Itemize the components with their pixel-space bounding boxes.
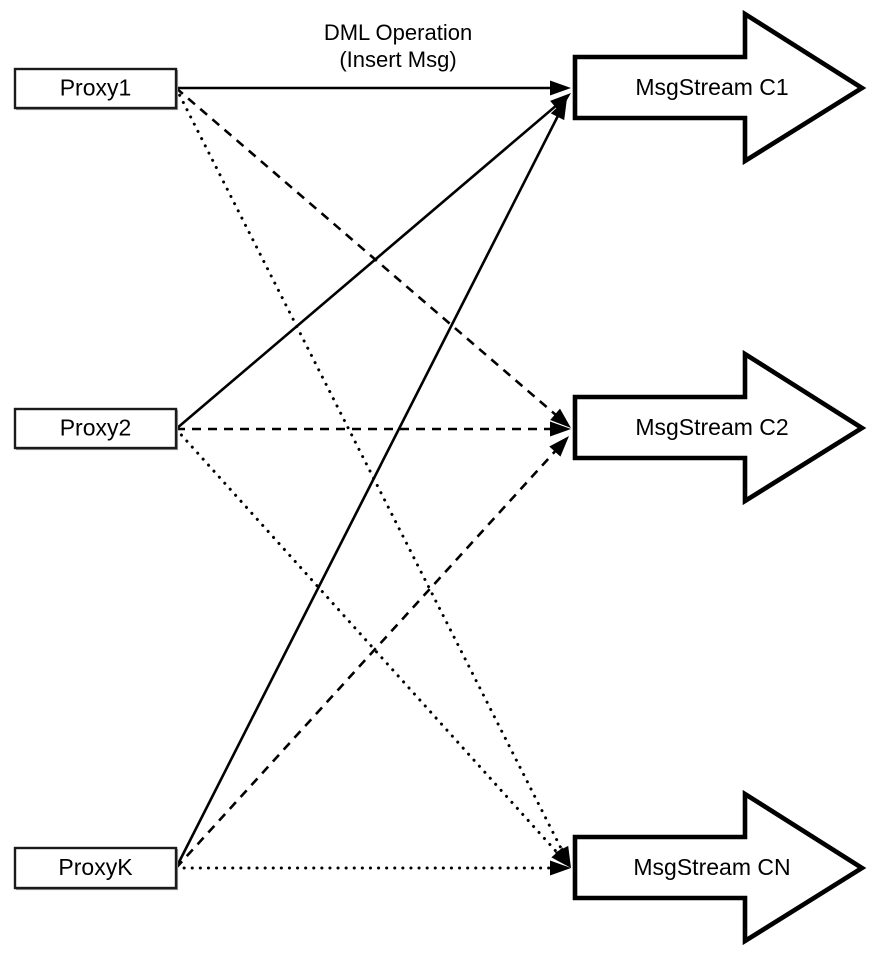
arrowhead-pk-cn	[550, 860, 571, 876]
proxy-node-proxy2[interactable]: Proxy2	[13, 407, 179, 451]
link-layer	[174, 80, 571, 876]
arrowhead-p2-c1	[550, 93, 571, 113]
link-pk-cn[interactable]	[174, 860, 571, 876]
proxy-node-proxy1[interactable]: Proxy1	[13, 67, 179, 111]
msgstream-node-stream_c2[interactable]: MsgStream C2	[572, 349, 867, 506]
msgstream-node-stream_c1[interactable]: MsgStream C1	[572, 9, 867, 166]
link-pk-c2[interactable]	[175, 436, 569, 869]
msgstream-node-layer: MsgStream C1 MsgStream C2 MsgStream CN	[572, 9, 867, 946]
proxy-box-proxyk	[13, 846, 178, 890]
link-pk-c1[interactable]	[174, 98, 567, 869]
link-p2-c2[interactable]	[176, 421, 571, 437]
msgstream-arrow-shape-stream_cn	[572, 789, 867, 946]
link-line-p1-cn	[174, 86, 567, 858]
arrowhead-pk-c1	[550, 98, 567, 121]
msgstream-label-stream_c1: MsgStream C1	[635, 74, 788, 100]
edge-label-layer: DML Operation (Insert Msg)	[324, 20, 472, 72]
proxy-node-proxyk[interactable]: ProxyK	[13, 846, 179, 891]
link-p2-cn[interactable]	[174, 427, 571, 868]
arrowhead-pk-c2	[549, 436, 569, 457]
proxy-label-proxy1: Proxy1	[60, 75, 132, 101]
msgstream-node-stream_cn[interactable]: MsgStream CN	[572, 789, 867, 946]
edge-label-insert-msg: (Insert Msg)	[339, 47, 456, 72]
arrowhead-p1-c1	[550, 80, 571, 96]
proxy-label-proxyk: ProxyK	[58, 854, 133, 880]
msgstream-label-stream_c2: MsgStream C2	[635, 414, 788, 440]
link-line-pk-c2	[175, 445, 561, 869]
arrowhead-p2-c2	[550, 421, 571, 437]
link-line-p1-c2	[175, 87, 562, 420]
arrowhead-p1-c2	[550, 408, 571, 428]
msgstream-label-stream_cn: MsgStream CN	[633, 854, 790, 880]
link-p2-c1[interactable]	[175, 93, 571, 430]
link-line-p2-cn	[174, 427, 564, 860]
edge-label-dml-operation: DML Operation	[324, 20, 472, 45]
proxy-box-proxy1	[13, 67, 178, 110]
link-line-p2-c1	[175, 101, 562, 430]
proxy-box-proxy2	[13, 407, 178, 450]
msgstream-arrow-shape-stream_c1	[572, 9, 867, 166]
arrowhead-p2-cn	[551, 847, 571, 868]
msgstream-arrow-shape-stream_c2	[572, 349, 867, 506]
link-p1-c2[interactable]	[175, 87, 571, 428]
link-line-pk-c1	[174, 109, 562, 869]
link-p1-c1[interactable]	[176, 80, 571, 96]
proxy-label-proxy2: Proxy2	[60, 415, 132, 441]
